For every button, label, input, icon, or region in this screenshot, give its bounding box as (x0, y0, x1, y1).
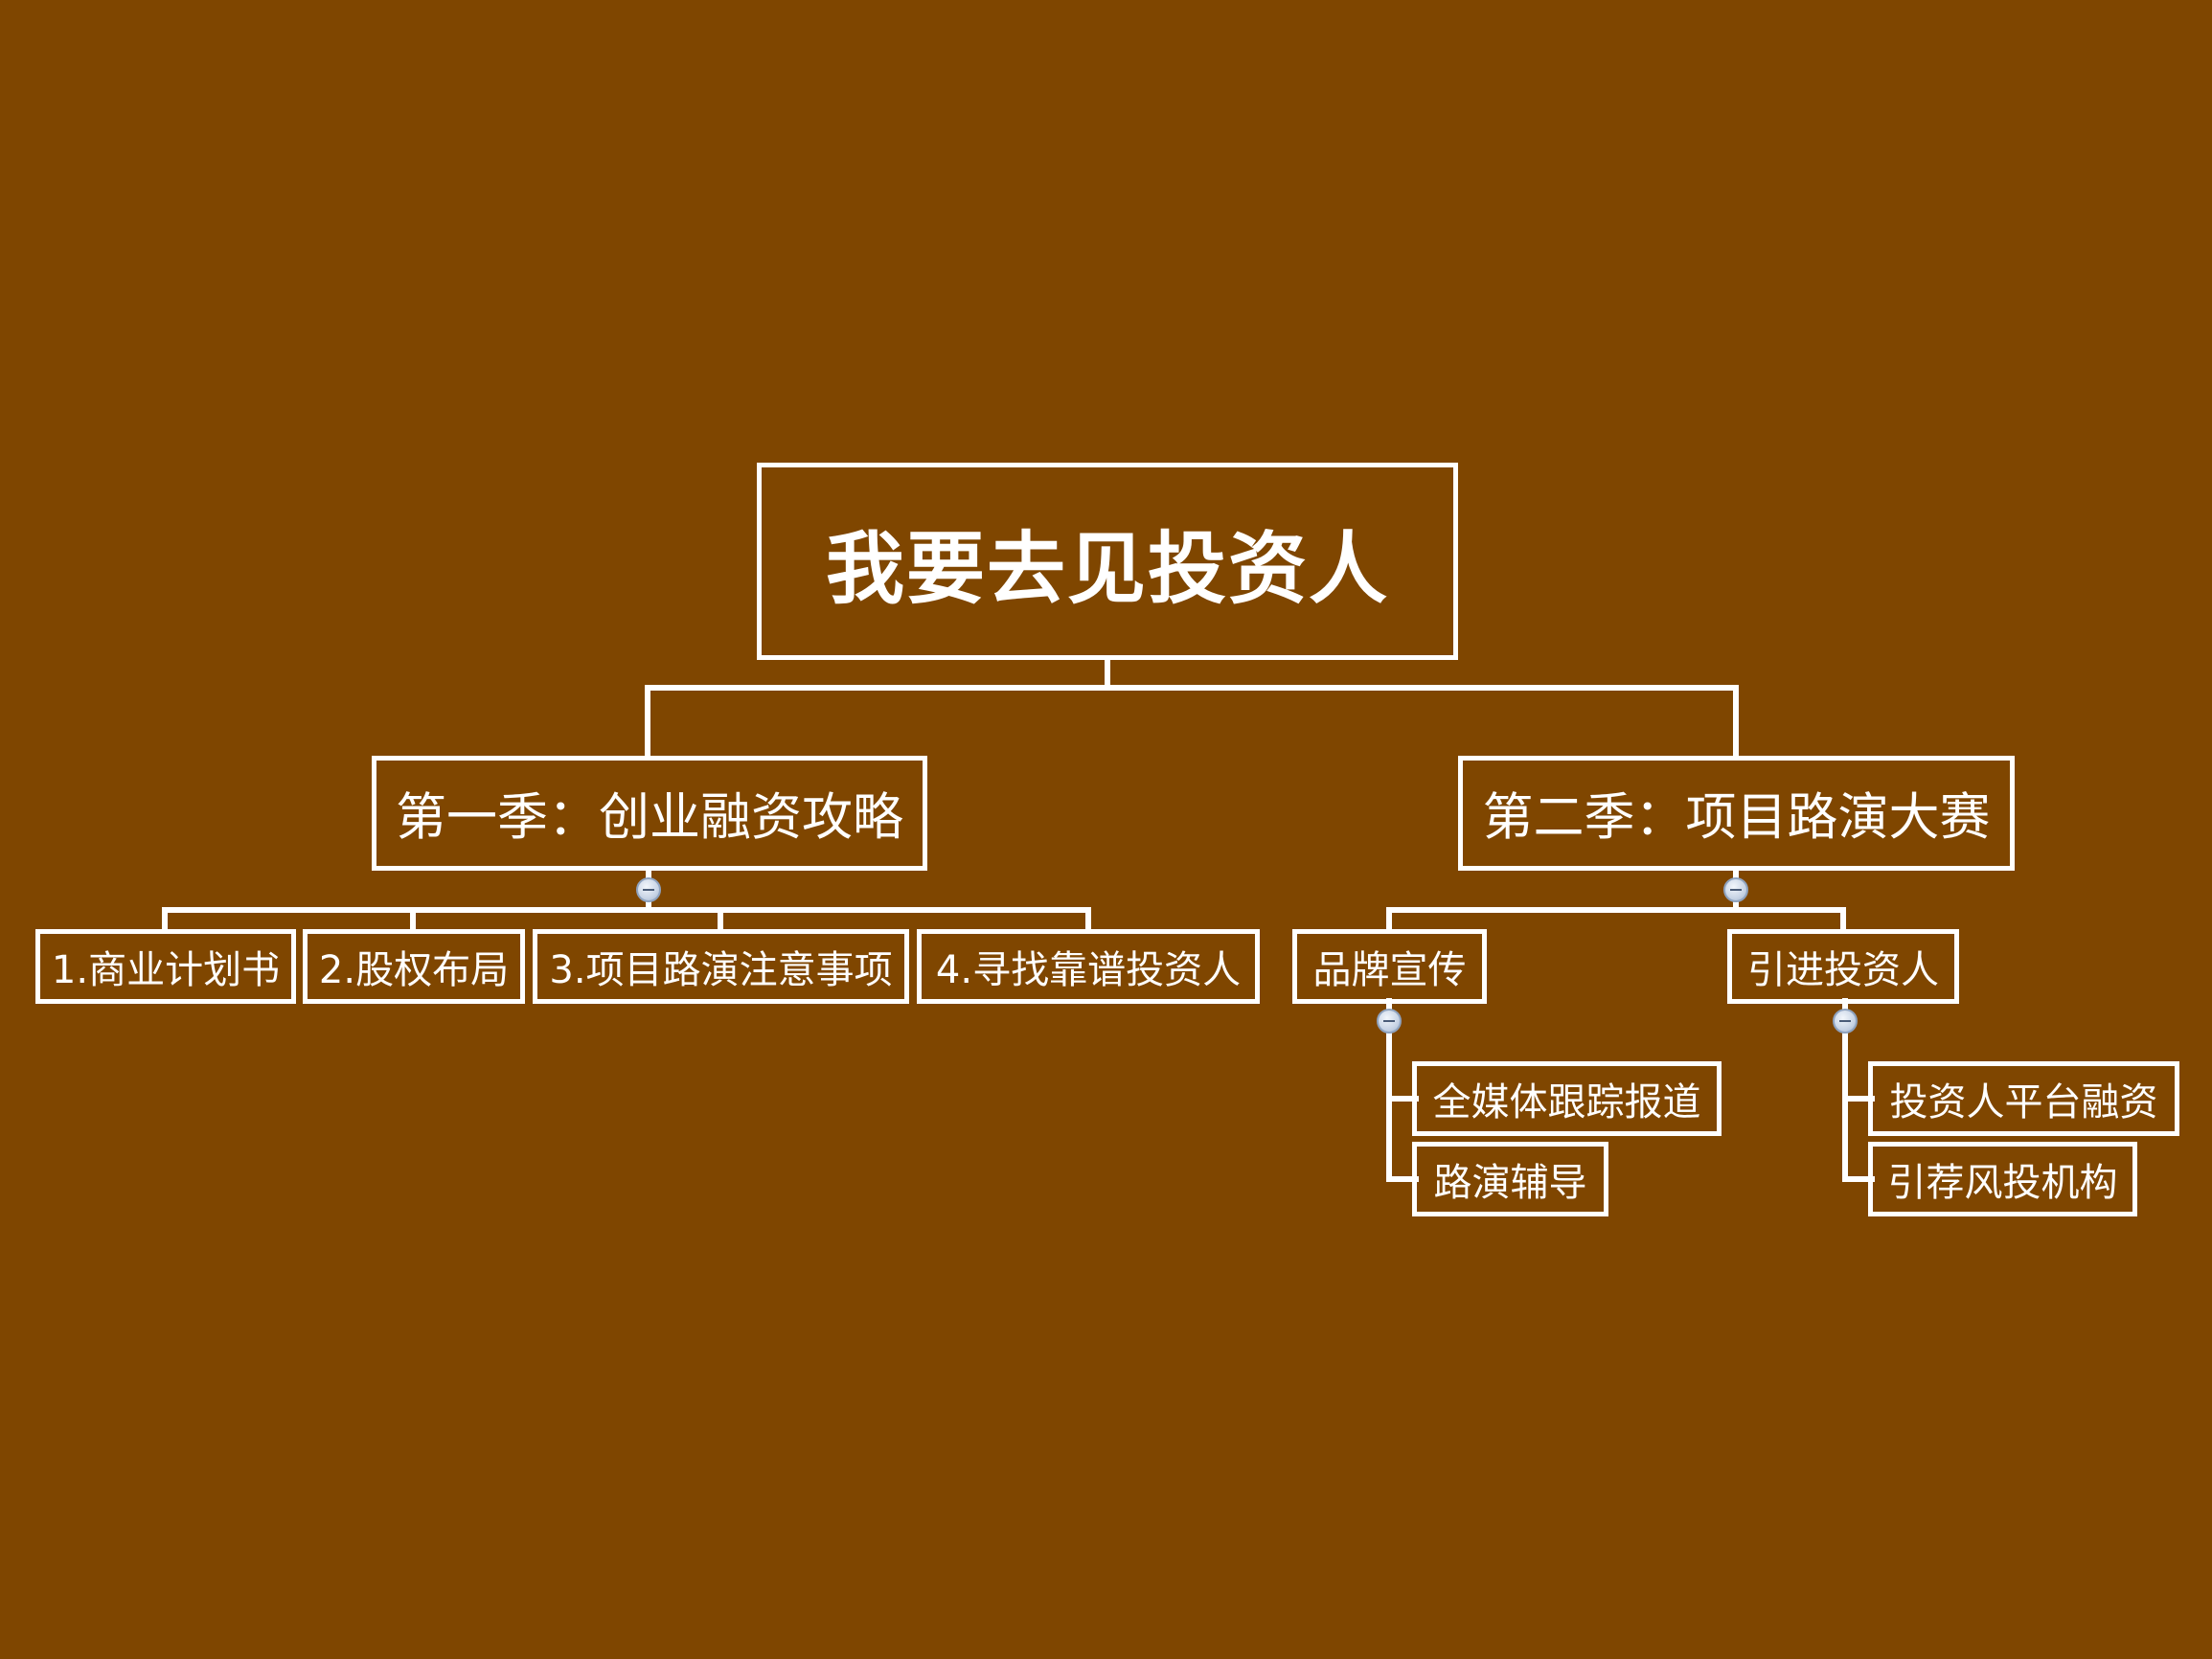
topic-node-label: 品牌宣传 (1312, 948, 1467, 992)
subtopic-node-label: 全媒体跟踪报道 (1432, 1080, 1701, 1125)
branch-node-label: 第一季：创业融资攻略 (396, 788, 903, 847)
subtopic-node-label: 投资人平台融资 (1889, 1080, 2158, 1125)
topic-node-bring-in-investors[interactable]: 引进投资人 (1727, 929, 1959, 1004)
subtopic-node-media-coverage[interactable]: 全媒体跟踪报道 (1412, 1061, 1722, 1136)
topic-node-label: 2.股权布局 (318, 948, 510, 992)
topic-node-find-investors[interactable]: 4.寻找靠谱投资人 (917, 929, 1260, 1004)
root-node[interactable]: 我要去见投资人 (757, 463, 1458, 660)
topic-node-roadshow-notes[interactable]: 3.项目路演注意事项 (533, 929, 909, 1004)
branch-node-season-2[interactable]: 第二季：项目路演大赛 (1458, 756, 2015, 871)
minus-circle-icon[interactable] (1377, 1009, 1402, 1034)
branch-node-season-1[interactable]: 第一季：创业融资攻略 (372, 756, 927, 871)
topic-node-equity-structure[interactable]: 2.股权布局 (303, 929, 525, 1004)
minus-circle-icon[interactable] (1723, 877, 1748, 902)
branch-node-label: 第二季：项目路演大赛 (1482, 788, 1991, 847)
subtopic-node-vc-referral[interactable]: 引荐风投机构 (1868, 1142, 2137, 1216)
minus-circle-icon[interactable] (1833, 1009, 1858, 1034)
subtopic-node-label: 引荐风投机构 (1887, 1161, 2118, 1205)
topic-node-label: 3.项目路演注意事项 (549, 948, 893, 992)
subtopic-node-roadshow-coaching[interactable]: 路演辅导 (1412, 1142, 1608, 1216)
topic-node-label: 1.商业计划书 (51, 948, 281, 992)
topic-node-brand-promotion[interactable]: 品牌宣传 (1292, 929, 1487, 1004)
subtopic-node-label: 路演辅导 (1433, 1161, 1587, 1205)
minus-circle-icon[interactable] (636, 877, 661, 902)
topic-node-label: 4.寻找靠谱投资人 (935, 948, 1242, 992)
topic-node-label: 引进投资人 (1747, 948, 1939, 992)
subtopic-node-investor-platform[interactable]: 投资人平台融资 (1868, 1061, 2179, 1136)
topic-node-business-plan[interactable]: 1.商业计划书 (35, 929, 296, 1004)
root-node-label: 我要去见投资人 (825, 523, 1389, 615)
